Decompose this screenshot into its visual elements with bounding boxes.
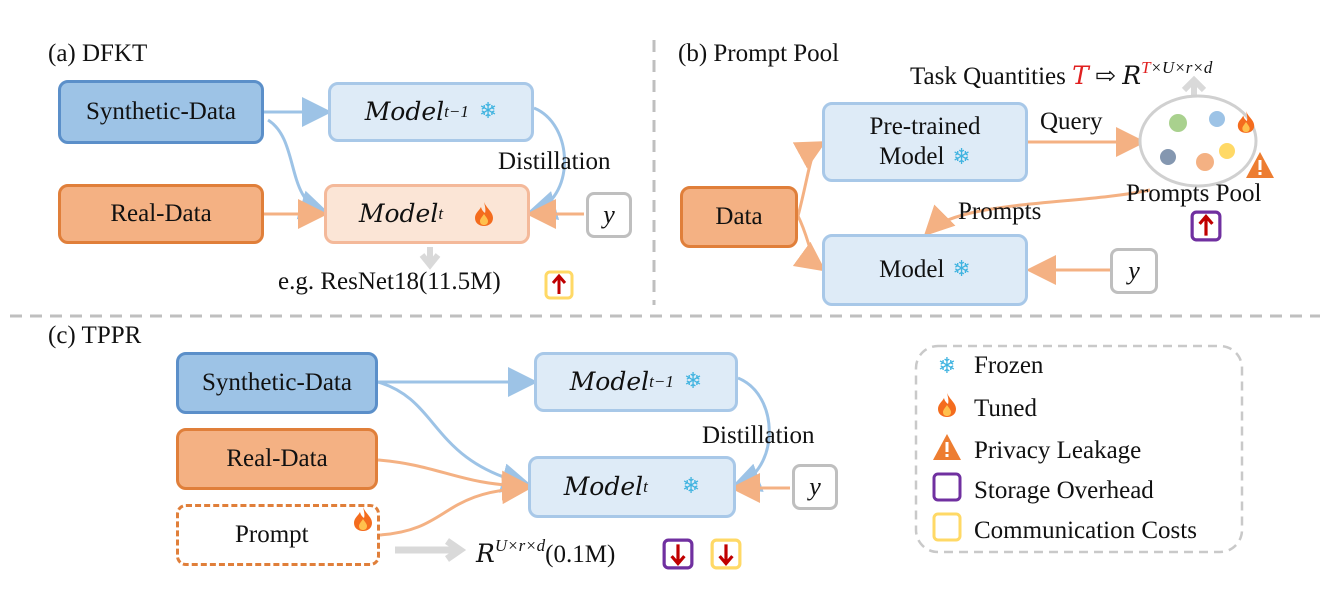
distillation-label-a: Distillation bbox=[498, 148, 611, 175]
snowflake-icon: ❄ bbox=[952, 256, 971, 282]
snowflake-icon: ❄ bbox=[937, 353, 957, 379]
panel-a-title: (a) DFKT bbox=[48, 40, 148, 67]
pretrained-model-box: Pre-trained Model❄ bbox=[822, 102, 1028, 182]
storage-up-icon bbox=[1190, 210, 1222, 242]
snowflake-icon: ❄ bbox=[681, 473, 701, 499]
real-data-box-c: Real-Data bbox=[176, 428, 378, 490]
query-label: Query bbox=[1040, 108, 1103, 135]
data-box-b: Data bbox=[680, 186, 798, 248]
task-quantities-label: Task Quantities T ⇨ RT×U×r×d bbox=[910, 58, 1213, 90]
warning-icon bbox=[1246, 152, 1274, 178]
prompt-size-label: RU×r×d(0.1M) bbox=[476, 536, 616, 568]
model-box-b: Model❄ bbox=[822, 234, 1028, 306]
distillation-label-c: Distillation bbox=[702, 422, 815, 449]
snowflake-icon: ❄ bbox=[952, 145, 971, 170]
flame-icon bbox=[930, 392, 964, 425]
prompts-pool-label: Prompts Pool bbox=[1126, 180, 1262, 207]
synthetic-data-box-c: Synthetic-Data bbox=[176, 352, 378, 414]
flame-icon bbox=[1237, 111, 1255, 133]
communication-up-icon bbox=[544, 270, 574, 300]
storage-box-icon bbox=[930, 472, 964, 509]
communication-box-icon bbox=[930, 512, 964, 549]
flame-icon bbox=[475, 202, 494, 226]
legend-frozen: ❄Frozen bbox=[930, 352, 1044, 380]
legend-communication: Communication Costs bbox=[930, 512, 1197, 549]
legend-privacy: Privacy Leakage bbox=[930, 432, 1141, 469]
y-box-b: y bbox=[1110, 248, 1158, 294]
legend-storage: Storage Overhead bbox=[930, 472, 1154, 509]
snowflake-icon: ❄ bbox=[683, 368, 703, 394]
warning-icon bbox=[930, 432, 964, 469]
communication-down-icon bbox=[710, 538, 742, 570]
panel-b-title: (b) Prompt Pool bbox=[678, 40, 840, 67]
legend-tuned: Tuned bbox=[930, 392, 1037, 425]
legend-border bbox=[914, 344, 1244, 554]
snowflake-icon: ❄ bbox=[478, 98, 498, 124]
storage-down-icon bbox=[662, 538, 694, 570]
flame-icon bbox=[354, 507, 372, 531]
prompt-box: Prompt bbox=[176, 504, 380, 566]
synthetic-data-box-a: Synthetic-Data bbox=[58, 80, 264, 144]
prompts-label: Prompts bbox=[958, 198, 1042, 225]
y-box-c: y bbox=[792, 464, 838, 510]
real-data-box-a: Real-Data bbox=[58, 184, 264, 244]
resnet-example: e.g. ResNet18(11.5M) bbox=[278, 268, 501, 295]
y-box-a: y bbox=[586, 192, 632, 238]
panel-c-title: (c) TPPR bbox=[48, 322, 142, 349]
